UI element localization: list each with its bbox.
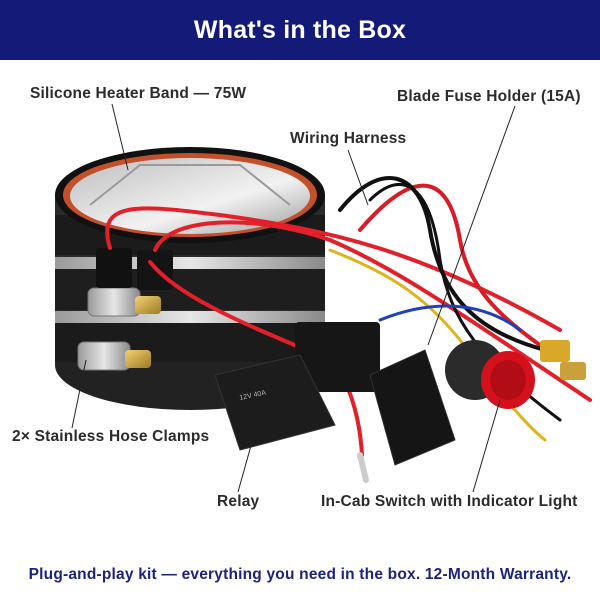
leader-lines (71, 103, 516, 493)
footer-tagline: Plug-and-play kit — everything you need … (28, 566, 572, 583)
relay-image: 12V 40A (214, 322, 380, 451)
wiring-harness-image (105, 176, 592, 483)
fuse-holder-label: Blade Fuse Holder (15A) (397, 88, 581, 105)
hose-clamps-label: 2× Stainless Hose Clamps (12, 428, 210, 445)
product-photo: 12V 40A (55, 103, 592, 493)
relay-label: Relay (217, 493, 260, 510)
heater-band-label: Silicone Heater Band — 75W (30, 85, 247, 102)
wiring-harness-label: Wiring Harness (290, 130, 407, 147)
switch-image (445, 340, 535, 409)
switch-label: In-Cab Switch with Indicator Light (321, 493, 578, 510)
page-title: What's in the Box (193, 15, 407, 44)
header-banner: What's in the Box (0, 0, 600, 60)
fuse-holder-image (369, 340, 586, 466)
hose-clamps-image (77, 248, 173, 371)
